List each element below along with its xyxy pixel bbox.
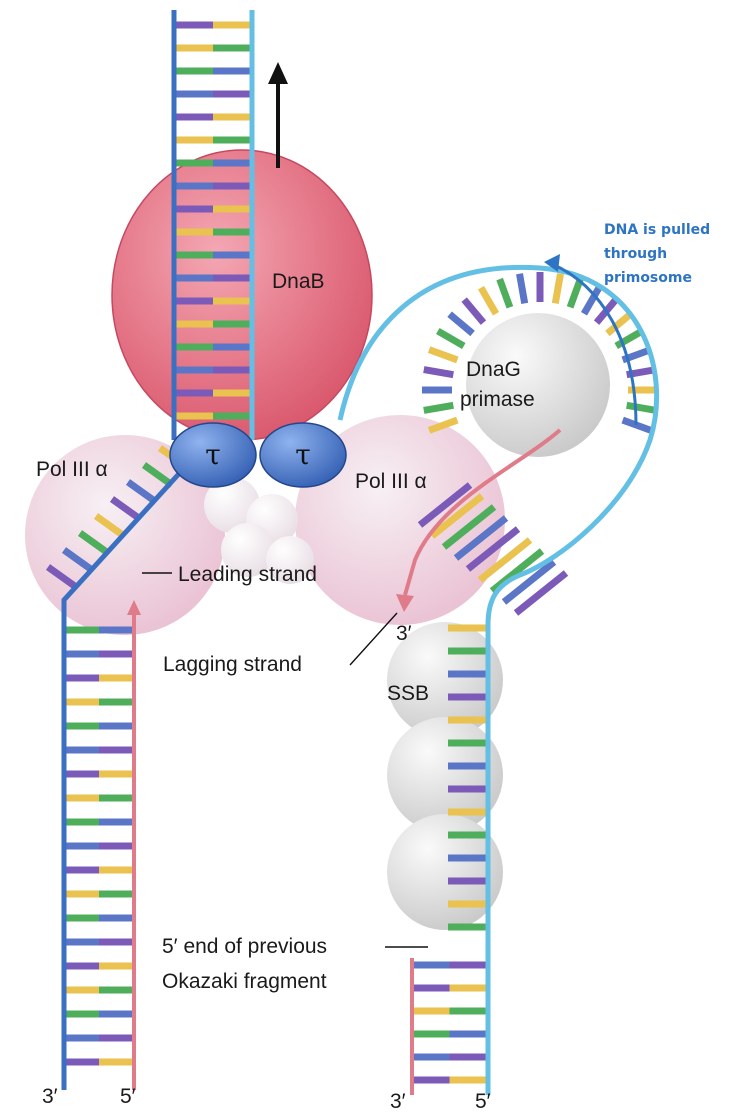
right-5prime-end: 5′ xyxy=(475,1090,491,1113)
loop-template-base xyxy=(500,279,510,307)
note-line-3: primosome xyxy=(604,270,692,286)
pol-right-label: Pol III α xyxy=(355,470,427,493)
loop-template-base xyxy=(520,274,525,304)
dnag-label-line2: primase xyxy=(460,388,535,411)
okazaki-label-line2: Okazaki fragment xyxy=(162,970,327,993)
lagging-strand-label: Lagging strand xyxy=(163,653,302,676)
dnab-label: DnaB xyxy=(272,270,325,293)
left-3prime-end: 3′ xyxy=(42,1085,58,1108)
left-5prime-end: 5′ xyxy=(120,1085,136,1108)
lagging-3prime-label: 3′ xyxy=(396,622,412,645)
lagging-duplex-base xyxy=(516,573,566,613)
loop-template-base xyxy=(627,405,657,410)
loop-template-base xyxy=(570,279,580,307)
ssb-label: SSB xyxy=(387,682,429,705)
note-line-1: DNA is pulled xyxy=(604,222,710,238)
tau-right-label: τ xyxy=(295,438,311,471)
dnag-label-line1: DnaG xyxy=(466,358,521,381)
loop-template-base xyxy=(555,274,560,304)
leading-strand-label: Leading strand xyxy=(178,563,317,586)
loop-template-base xyxy=(424,405,454,410)
dnab-arrowhead xyxy=(268,62,288,84)
okazaki-label-line1: 5′ end of previous xyxy=(162,935,327,958)
loop-template-base xyxy=(464,300,483,323)
dnag-primase xyxy=(466,313,610,457)
loop-template-base xyxy=(481,288,496,314)
tau-left-label: τ xyxy=(205,438,221,471)
loop-template-base xyxy=(438,331,464,346)
note-line-2: through xyxy=(604,246,667,262)
loop-template-base xyxy=(429,350,457,360)
pol-left-label: Pol III α xyxy=(36,458,108,481)
right-3prime-end: 3′ xyxy=(390,1090,406,1113)
loop-template-base xyxy=(424,370,454,375)
loop-template-base xyxy=(450,314,473,333)
